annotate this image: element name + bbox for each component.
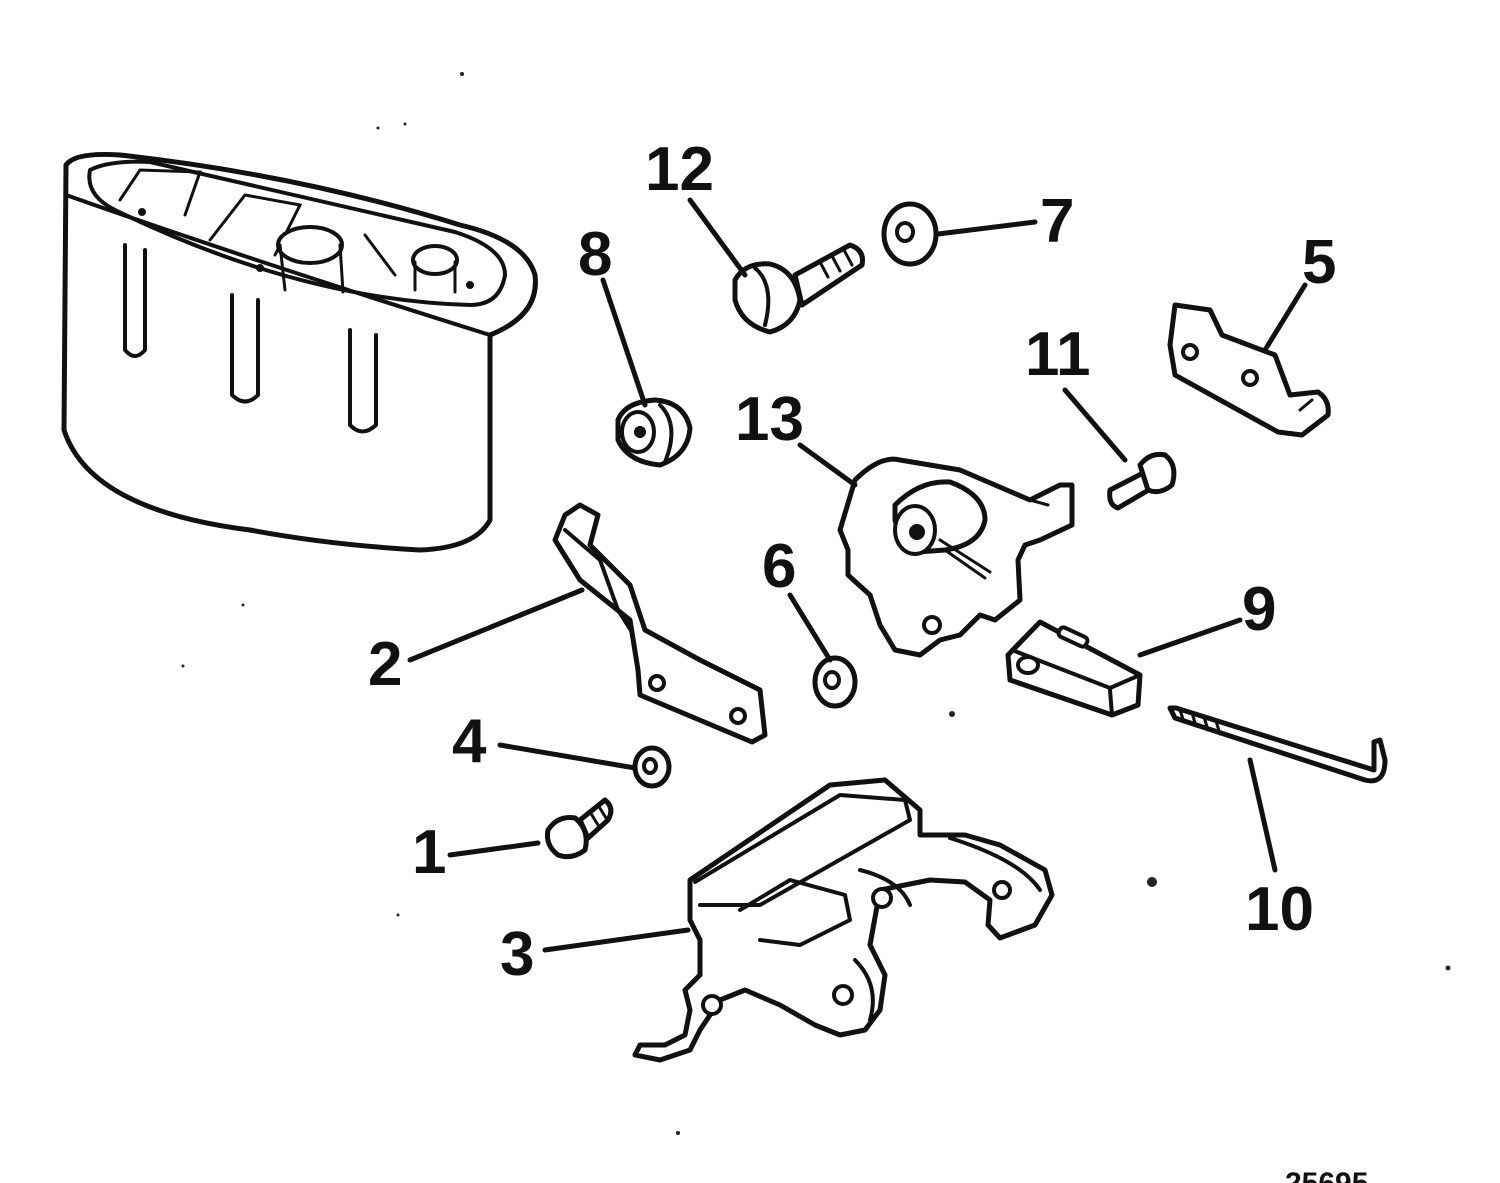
leader-lines [407, 197, 1308, 953]
callout-5: 5 [1302, 228, 1336, 297]
screw-11-part [1107, 452, 1177, 511]
reference-number: 25695 [1285, 1167, 1368, 1183]
leader-4 [497, 742, 638, 771]
leader-3 [542, 927, 691, 953]
housing-part [61, 152, 538, 553]
callout-6: 6 [762, 532, 796, 601]
leader-7 [935, 219, 1038, 237]
callout-13: 13 [735, 385, 804, 454]
shoulder-bolt-part [732, 242, 865, 335]
leader-1 [447, 840, 541, 858]
roller-part [615, 397, 693, 468]
callout-11: 11 [1025, 320, 1091, 389]
block-9-part [1005, 619, 1143, 718]
callout-10: 10 [1245, 875, 1314, 944]
link-bracket-2-part [552, 502, 768, 745]
callout-3: 3 [500, 920, 534, 989]
callout-8: 8 [578, 220, 612, 289]
leader-11 [1062, 387, 1128, 463]
leader-9 [1137, 617, 1243, 658]
washer-6-part [812, 655, 858, 709]
callout-2: 2 [368, 630, 402, 699]
throttle-bracket-3-part [632, 777, 1055, 1063]
leader-12 [687, 197, 748, 278]
leader-10 [1247, 757, 1278, 873]
nut-4-part [632, 745, 672, 789]
callout-12: 12 [645, 135, 714, 204]
callout-4: 4 [452, 707, 487, 776]
leader-13 [797, 442, 858, 488]
callout-9: 9 [1242, 575, 1276, 644]
bracket-5-part [1167, 302, 1331, 438]
cam-plate-13-part [837, 456, 1075, 658]
screw-1-part [545, 797, 614, 860]
leader-8 [600, 277, 648, 408]
callout-1: 1 [412, 818, 446, 887]
scan-specks [181, 72, 1451, 1135]
callout-labels: 1 2 3 4 5 6 7 8 9 10 11 12 13 [368, 135, 1336, 989]
leader-5 [1262, 282, 1308, 353]
leader-2 [407, 587, 585, 663]
rod-10-part [1167, 705, 1388, 784]
callout-7: 7 [1040, 187, 1074, 256]
leader-6 [787, 592, 833, 663]
washer-7-part [881, 201, 939, 267]
